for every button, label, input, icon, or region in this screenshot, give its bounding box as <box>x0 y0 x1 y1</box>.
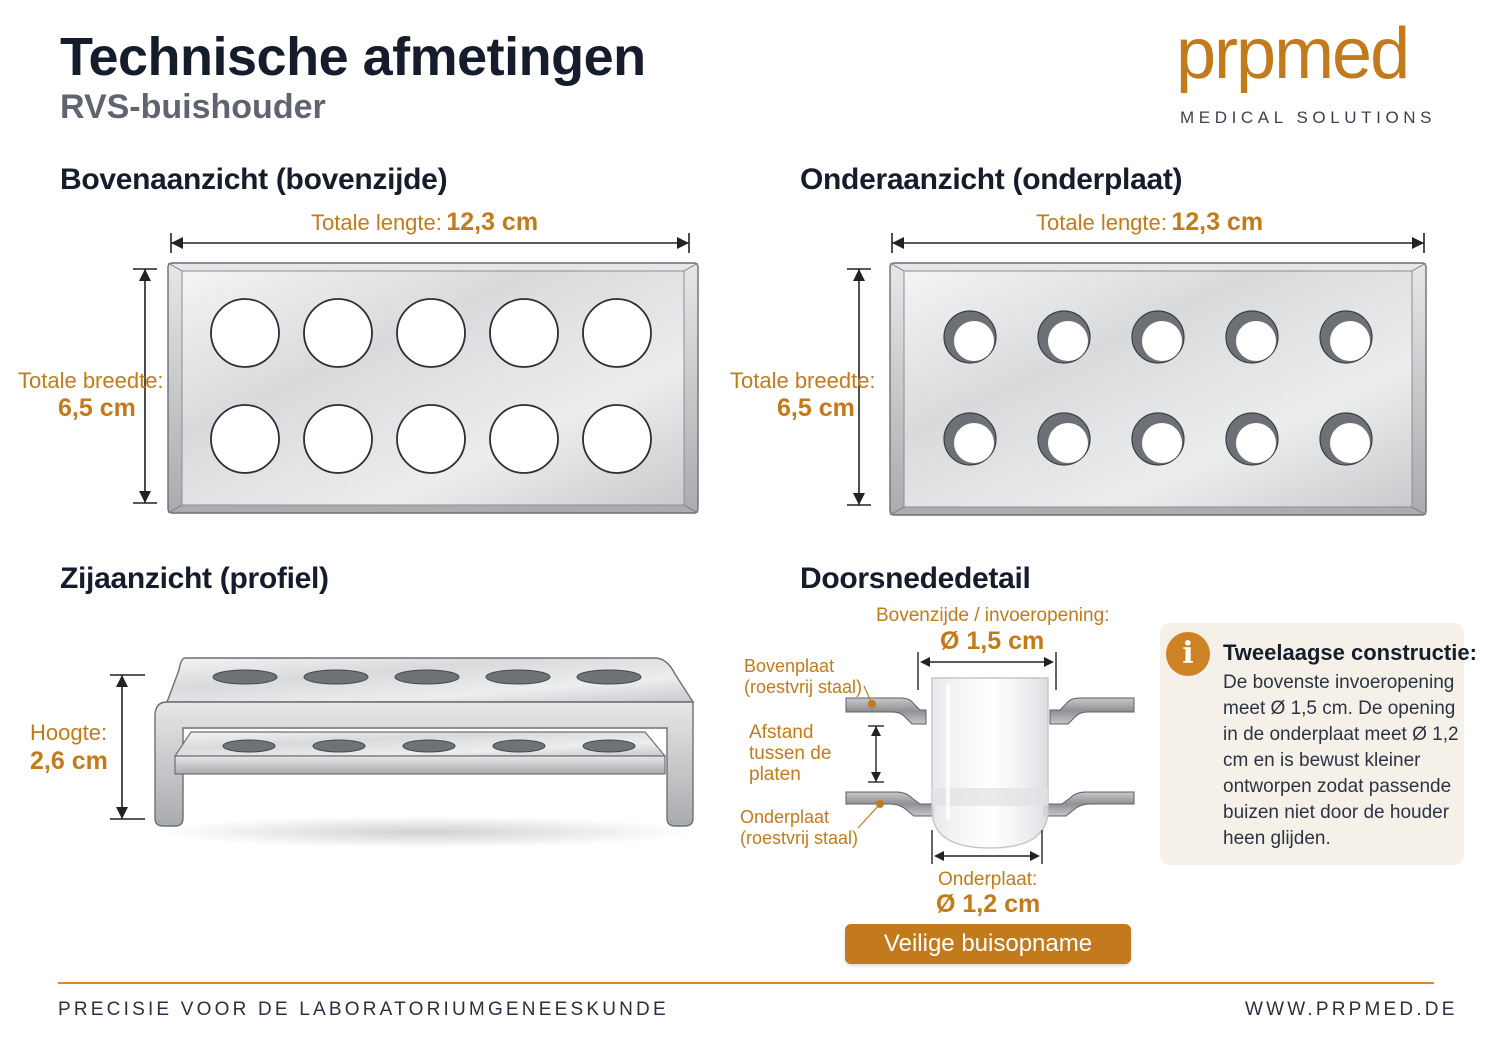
bottom-plate-drawing <box>889 262 1427 516</box>
bottom-hole <box>1037 412 1091 466</box>
info-text: De bovenste invoeropening meet Ø 1,5 cm.… <box>1223 672 1459 849</box>
top-hole <box>582 404 652 474</box>
section-gap-label: Afstand tussen de platen <box>749 722 832 785</box>
bottom-view-length-value: 12,3 cm <box>1171 208 1264 236</box>
top-hole <box>210 404 280 474</box>
bottom-hole <box>1131 412 1185 466</box>
top-view-width-arrow <box>133 268 157 504</box>
section-detail-title: Doorsnededetail <box>800 562 1031 595</box>
top-hole <box>396 404 466 474</box>
section-detail-drawing <box>845 652 1135 864</box>
bottom-hole <box>1225 412 1279 466</box>
section-top-plate-label: Bovenplaat (roestvrij staal) <box>744 656 863 697</box>
top-hole <box>489 404 559 474</box>
bottom-hole <box>943 412 997 466</box>
section-bottom-label: Onderplaat: <box>938 869 1038 890</box>
top-hole <box>210 298 280 368</box>
section-bottom-plate-label: Onderplaat (roestvrij staal) <box>740 807 859 848</box>
section-top-value: Ø 1,5 cm <box>940 627 1045 655</box>
top-view-title: Bovenaanzicht (bovenzijde) <box>60 163 448 196</box>
side-view-title: Zijaanzicht (profiel) <box>60 562 329 595</box>
section-top-label: Bovenzijde / invoeropening: <box>876 605 1110 626</box>
page-title: Technische afmetingen <box>60 27 646 87</box>
side-top-hole <box>212 669 278 685</box>
brand-tagline: MEDICAL SOLUTIONS <box>1180 108 1437 127</box>
top-hole <box>303 404 373 474</box>
side-top-hole <box>576 669 642 685</box>
top-view-length-dimension: Totale lengte: 12,3 cm <box>311 208 538 237</box>
side-bottom-hole <box>222 739 276 753</box>
side-view-height-arrow <box>110 674 145 820</box>
top-view-length-value: 12,3 cm <box>446 208 539 236</box>
side-bottom-hole <box>402 739 456 753</box>
bottom-hole <box>1319 412 1373 466</box>
top-plate-drawing <box>167 262 699 514</box>
side-bottom-hole <box>492 739 546 753</box>
side-bottom-hole <box>312 739 366 753</box>
bottom-hole <box>1037 310 1091 364</box>
bottom-view-length-arrow <box>891 233 1425 253</box>
info-icon: i <box>1166 632 1210 676</box>
top-view-length-arrow <box>170 233 690 253</box>
top-view-width-value: 6,5 cm <box>58 394 136 422</box>
side-top-hole <box>303 669 369 685</box>
info-title: Tweelaagse constructie: <box>1223 640 1477 665</box>
info-panel <box>1160 623 1464 865</box>
side-bottom-hole <box>582 739 636 753</box>
brand-logo: prpmed <box>1176 14 1410 94</box>
footer-website-link[interactable]: WWW.PRPMED.DE <box>1245 999 1458 1020</box>
top-hole <box>303 298 373 368</box>
page-subtitle: RVS-buishouder <box>60 88 326 126</box>
top-hole <box>489 298 559 368</box>
top-view-length-label: Totale lengte: <box>311 210 442 235</box>
bottom-view-length-dimension: Totale lengte: 12,3 cm <box>1036 208 1263 237</box>
bottom-hole <box>1225 310 1279 364</box>
bottom-hole <box>943 310 997 364</box>
safe-tube-badge: Veilige buisopname <box>845 924 1131 964</box>
bottom-hole <box>1131 310 1185 364</box>
side-view-height-label: Hoogte: <box>30 720 108 745</box>
side-profile-drawing <box>154 657 695 848</box>
footer-divider <box>58 982 1434 984</box>
footer-tagline: PRECISIE VOOR DE LABORATORIUMGENEESKUNDE <box>58 999 669 1020</box>
top-hole <box>582 298 652 368</box>
side-view-height-value: 2,6 cm <box>30 747 108 775</box>
section-bottom-value: Ø 1,2 cm <box>936 890 1041 918</box>
bottom-view-width-label: Totale breedte: <box>730 368 876 393</box>
side-top-hole <box>394 669 460 685</box>
bottom-hole <box>1319 310 1373 364</box>
side-top-hole <box>485 669 551 685</box>
top-view-width-label: Totale breedte: <box>18 368 164 393</box>
bottom-view-width-arrow <box>847 268 871 506</box>
bottom-view-length-label: Totale lengte: <box>1036 210 1167 235</box>
top-hole <box>396 298 466 368</box>
bottom-view-title: Onderaanzicht (onderplaat) <box>800 163 1183 196</box>
bottom-view-width-value: 6,5 cm <box>777 394 855 422</box>
